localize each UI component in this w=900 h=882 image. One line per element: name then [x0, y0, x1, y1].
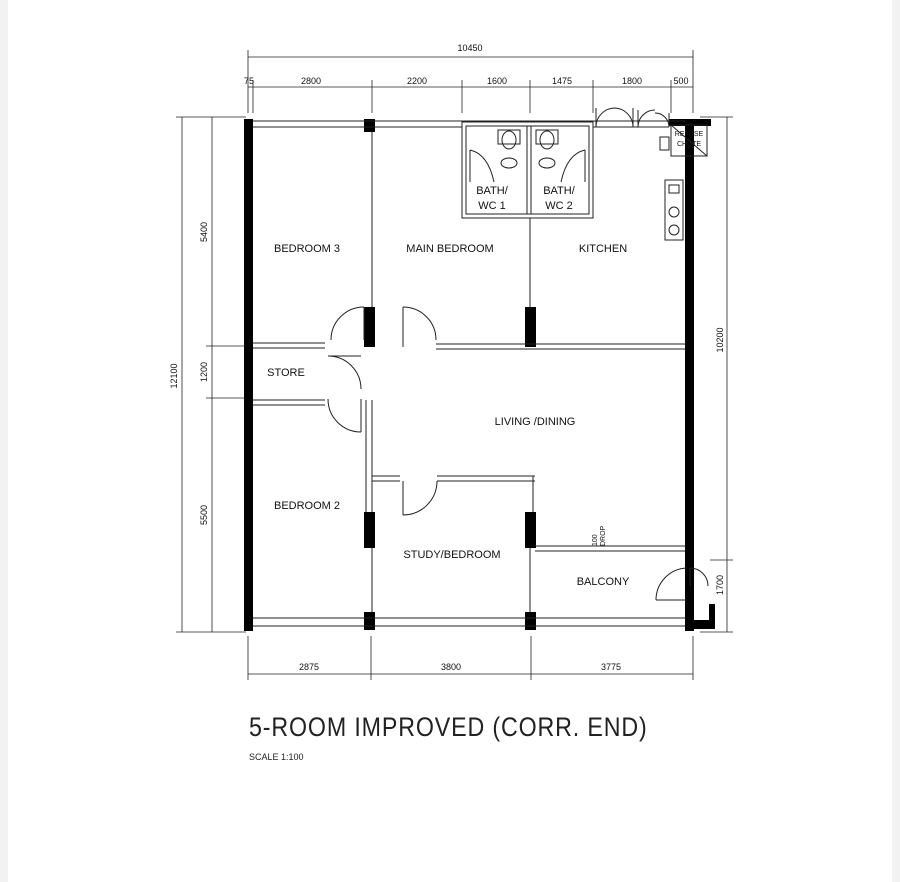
- left-dimensions: [176, 116, 246, 633]
- top-dimension: 500: [673, 76, 688, 86]
- left-total-dimension: 12100: [169, 363, 179, 388]
- right-dimension: 1700: [715, 575, 725, 595]
- left-dimension: 1200: [199, 362, 209, 382]
- scale-label: SCALE 1:100: [249, 752, 304, 762]
- room-label-store: STORE: [267, 367, 305, 379]
- top-dimension: 2800: [301, 76, 321, 86]
- top-dimension: 1800: [622, 76, 642, 86]
- left-dimension: 5500: [199, 505, 209, 525]
- drop-label: 100: [592, 534, 599, 546]
- room-label-study-bedroom: STUDY/BEDROOM: [403, 549, 500, 561]
- structural-walls: [244, 119, 715, 631]
- top-total-dimension: 10450: [457, 43, 482, 53]
- refuse-chute: [659, 124, 708, 157]
- bottom-dimension: 3800: [441, 662, 461, 672]
- room-label-bath-wc-2: WC 2: [545, 200, 573, 212]
- refuse-chute-label: REFUSE: [675, 131, 704, 138]
- refuse-chute-label: CHUTE: [677, 141, 701, 148]
- room-label-bath-wc-1: BATH/: [476, 185, 509, 197]
- left-dimension: 5400: [199, 222, 209, 242]
- room-label-main-bedroom: MAIN BEDROOM: [406, 243, 493, 255]
- top-dimensions: [247, 50, 694, 113]
- drawing-sheet: [8, 0, 892, 882]
- room-label-balcony: BALCONY: [577, 576, 630, 588]
- plan-title: 5-ROOM IMPROVED (CORR. END): [249, 712, 648, 742]
- room-label-bath-wc-2: BATH/: [543, 185, 576, 197]
- room-label-bath-wc-1: WC 1: [478, 200, 506, 212]
- drop-label: DROP: [600, 525, 607, 546]
- partition-walls: [253, 120, 685, 627]
- top-dimension: 1600: [487, 76, 507, 86]
- right-dimension: 10200: [715, 327, 725, 352]
- kitchen-sink: [664, 179, 684, 241]
- top-dimension: 1475: [552, 76, 572, 86]
- room-label-kitchen: KITCHEN: [579, 243, 627, 255]
- room-label-bedroom-3: BEDROOM 3: [274, 243, 340, 255]
- bathroom-block: [461, 121, 594, 219]
- bottom-dimensions: [247, 636, 694, 680]
- room-label-bedroom-2: BEDROOM 2: [274, 500, 340, 512]
- doors: [327, 107, 709, 601]
- bottom-dimension: 3775: [601, 662, 621, 672]
- right-dimensions: [700, 116, 733, 633]
- top-dimension: 2200: [407, 76, 427, 86]
- bottom-dimension: 2875: [299, 662, 319, 672]
- top-dimension: 75: [244, 76, 254, 86]
- room-label-living-dining: LIVING /DINING: [495, 416, 576, 428]
